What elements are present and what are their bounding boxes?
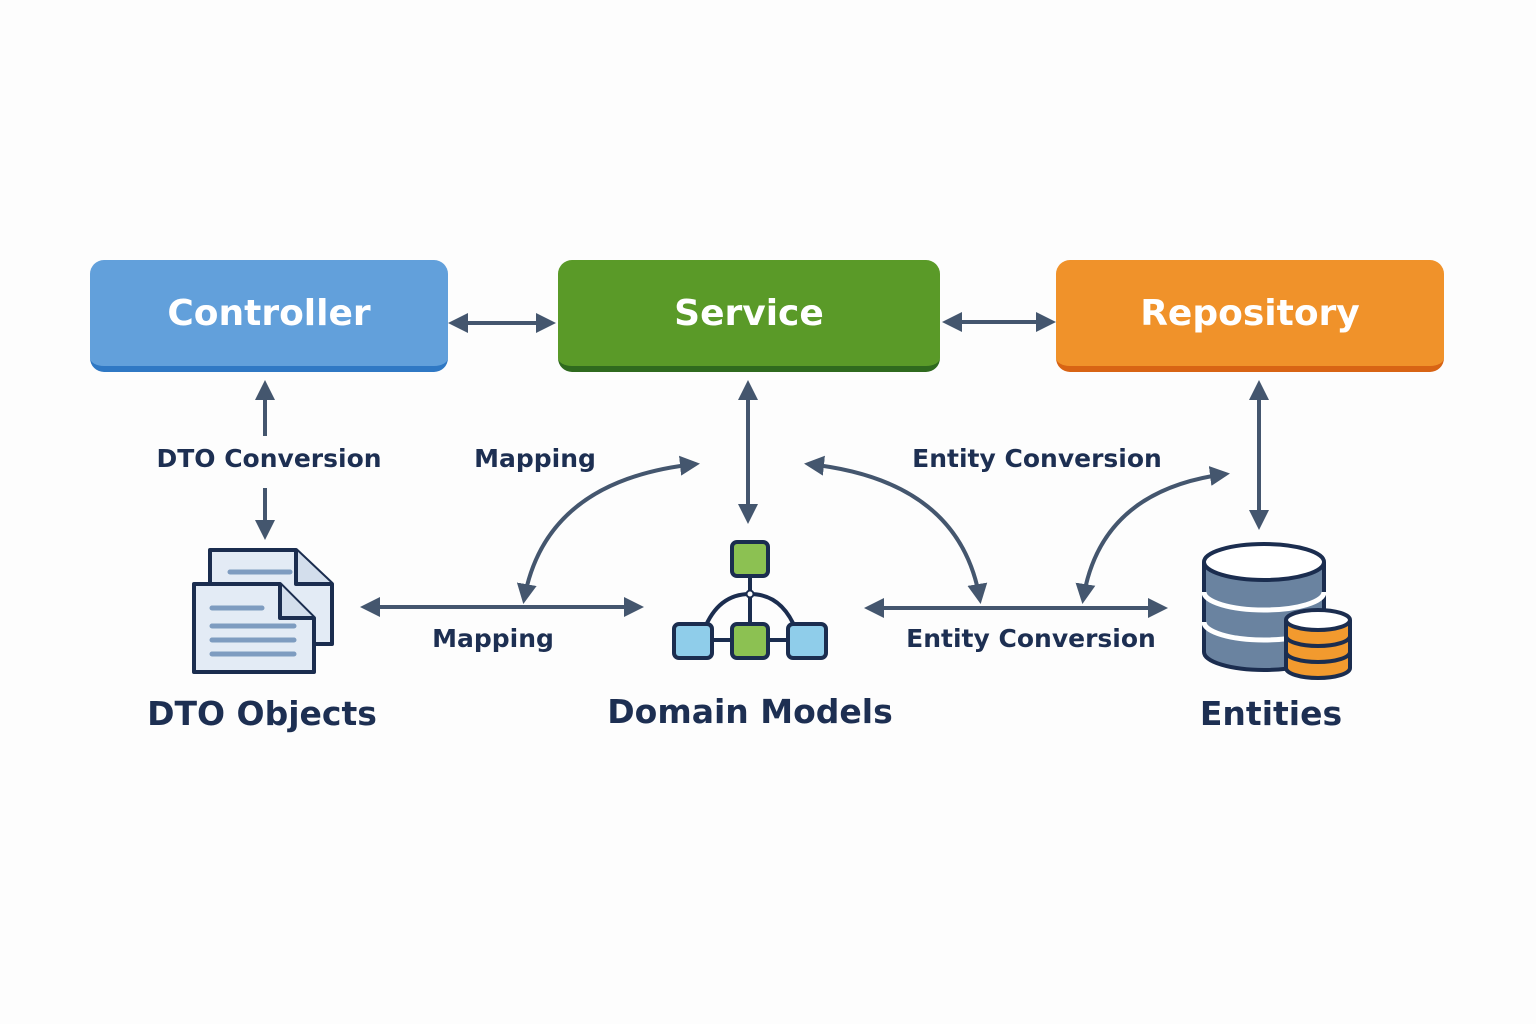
dto-objects-caption: DTO Objects <box>147 694 377 733</box>
curve-entity-left <box>804 455 988 604</box>
controller-layer: Controller <box>90 260 448 372</box>
database-icon <box>1201 542 1352 680</box>
curve-entity-right <box>1075 466 1230 604</box>
repository-label: Repository <box>1140 292 1360 334</box>
dto-conversion-label: DTO Conversion <box>156 444 382 473</box>
controller-label: Controller <box>167 292 371 334</box>
entity-conversion-label-lower: Entity Conversion <box>906 624 1156 653</box>
domain-models-caption: Domain Models <box>607 692 893 731</box>
repository-layer: Repository <box>1056 260 1444 372</box>
mapping-label-lower: Mapping <box>432 624 554 653</box>
service-layer: Service <box>558 260 940 372</box>
documents-icon <box>192 548 334 674</box>
mapping-label-upper: Mapping <box>474 444 596 473</box>
service-label: Service <box>674 292 824 334</box>
entity-conversion-label-upper: Entity Conversion <box>912 444 1162 473</box>
curve-mapping <box>516 455 700 604</box>
entities-caption: Entities <box>1199 694 1343 733</box>
hierarchy-icon <box>672 540 828 660</box>
